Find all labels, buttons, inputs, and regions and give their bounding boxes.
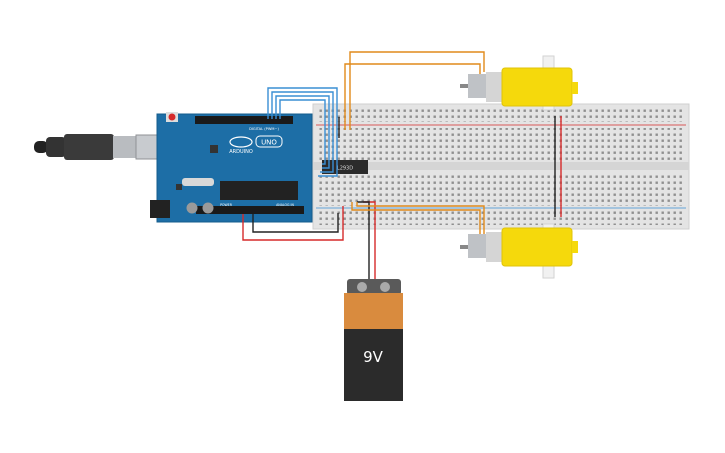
arduino-uno-board[interactable]: ARDUINO UNO DIGITAL (PWM~) POWER ANALOG … [150,112,313,223]
arduino-brand-label: ARDUINO [229,149,253,155]
power-wires[interactable] [242,206,344,241]
battery-label: 9V [363,348,384,366]
top-motor[interactable] [460,55,578,111]
power-pins-label: POWER [220,203,233,207]
blue-wires[interactable] [267,87,338,177]
usb-cable [34,134,165,160]
analog-pins-label: ANALOG IN [276,203,294,207]
digital-pins-label: DIGITAL (PWM~) [249,127,279,131]
bottom-motor[interactable] [460,223,578,279]
motor-rail-wires[interactable] [338,116,562,217]
battery-wires[interactable] [357,201,376,284]
arduino-model-label: UNO [261,139,277,147]
chip-label: L293D [337,166,353,172]
battery-9v[interactable]: 9V [344,279,403,401]
arduino-logo-icon [229,136,253,148]
orange-wires[interactable] [344,51,485,236]
reset-button[interactable] [168,113,176,121]
